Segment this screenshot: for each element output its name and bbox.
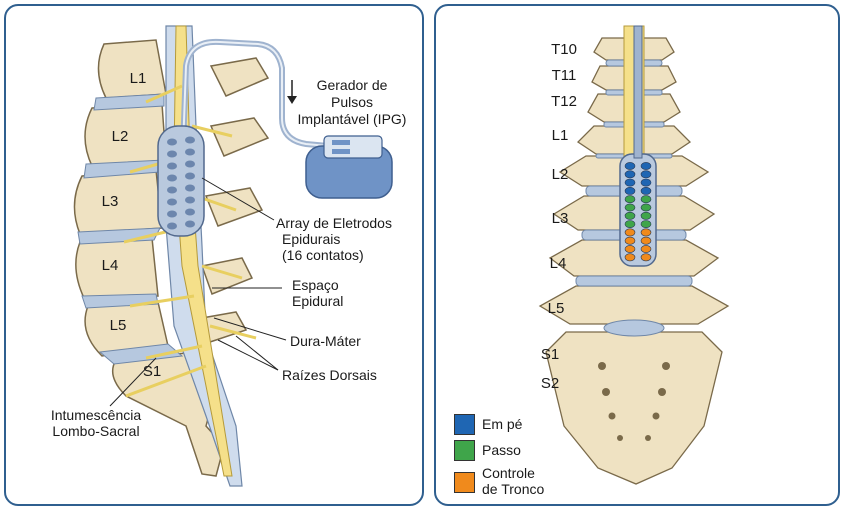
legend-label-line: Controle [482, 465, 535, 481]
electrode-contact [641, 212, 651, 219]
vertebra-label: L4 [550, 255, 567, 272]
electrode-contact [641, 187, 651, 194]
electrode-contact [641, 237, 651, 244]
epidural-label-line: Espaço [292, 277, 339, 293]
sacrum [546, 332, 722, 484]
array-label-line: (16 contatos) [282, 247, 364, 263]
vertebra-label: L1 [552, 127, 569, 144]
electrode-contact [641, 204, 651, 211]
ipg-label-line: Implantável (IPG) [298, 111, 407, 127]
electrode-contact [641, 221, 651, 228]
legend-swatch [454, 414, 475, 435]
electrode-contact [641, 245, 651, 252]
electrode-contact [625, 237, 635, 244]
enlargement-label-line: Intumescência [51, 407, 141, 423]
ipg-label-line: Gerador de [317, 77, 388, 93]
electrode-array [158, 126, 204, 236]
dorsal-roots-label: Raízes Dorsais [282, 367, 377, 383]
dura-label: Dura-Máter [290, 333, 361, 349]
electrode-contact [625, 254, 635, 261]
vertebra-label: L4 [102, 257, 119, 274]
vertebra-label: L3 [102, 193, 119, 210]
legend-label-line: de Tronco [482, 481, 544, 497]
vertebra-label: L5 [110, 317, 127, 334]
electrode-contact [625, 221, 635, 228]
vertebra-label: S2 [541, 375, 559, 392]
vertebra-label: L3 [552, 210, 569, 227]
electrode-contact [641, 179, 651, 186]
vertebra-label: L2 [112, 128, 129, 145]
enlargement-label-line: Lombo-Sacral [52, 423, 139, 439]
vertebra-label: T11 [552, 67, 577, 84]
electrode-contact [641, 196, 651, 203]
electrode-contact [625, 162, 635, 169]
electrode-contact [625, 171, 635, 178]
vertebra-label: S1 [541, 346, 559, 363]
vertebra-label: L2 [552, 166, 569, 183]
legend-swatch [454, 440, 475, 461]
electrode-contact [625, 245, 635, 252]
vertebra-label: L5 [548, 300, 565, 317]
electrode-contact [641, 229, 651, 236]
vertebra-label: T12 [551, 93, 577, 110]
legend-label: Em pé [482, 416, 522, 432]
electrode-contact [625, 196, 635, 203]
vertebra-label: T10 [551, 41, 577, 58]
epidural-label-line: Epidural [292, 293, 343, 309]
lateral-spine-illustration: L1 L2 L3 L4 L5 S1 Gerador de Pulsos Impl… [6, 6, 422, 504]
electrode-contact [641, 254, 651, 261]
vertebra-body [98, 40, 166, 98]
electrode-contact [625, 229, 635, 236]
ipg-label-line: Pulsos [331, 94, 373, 110]
electrode-contact [625, 212, 635, 219]
vertebra-label: L1 [130, 70, 147, 87]
electrode-contact [625, 204, 635, 211]
lateral-view-panel: L1 L2 L3 L4 L5 S1 Gerador de Pulsos Impl… [4, 4, 424, 506]
legend-label: Passo [482, 442, 521, 458]
electrode-contact [641, 171, 651, 178]
electrode-contact [641, 162, 651, 169]
electrode-contact [625, 179, 635, 186]
legend-swatch [454, 472, 475, 493]
posterior-view-panel: T10 T11 T12 L1 L2 L3 L4 L5 S1 S2 Em pé P… [434, 4, 840, 506]
electrode-contact [625, 187, 635, 194]
vertebra-label: S1 [143, 363, 161, 380]
array-label-line: Array de Eletrodos [276, 215, 392, 231]
array-label-line: Epidurais [282, 231, 340, 247]
